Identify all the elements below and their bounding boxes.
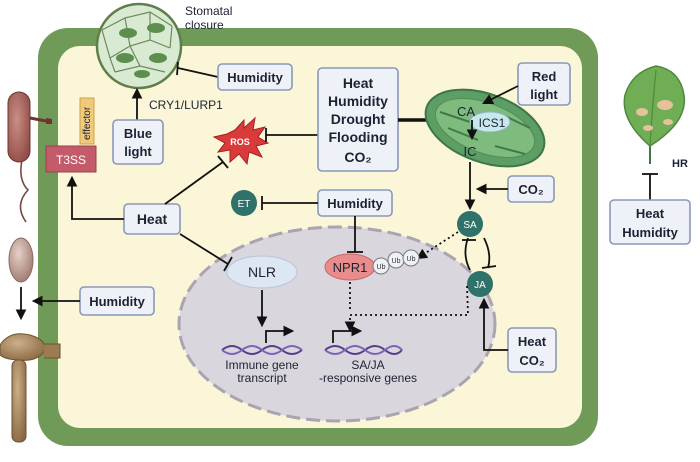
red-light-text-2: light xyxy=(530,87,558,102)
blue-light-box xyxy=(112,119,164,165)
stress-humidity: Humidity xyxy=(328,93,388,109)
stomatal-closure-label-1: Stomatal xyxy=(185,4,232,18)
blue-light-text-2: light xyxy=(124,144,152,159)
sa-node xyxy=(457,211,483,237)
t3ss-label: T3SS xyxy=(56,153,86,167)
stress-heat: Heat xyxy=(343,75,374,91)
saja-gene-dna-icon xyxy=(324,325,403,355)
heat-center-text: Heat xyxy=(137,211,168,227)
stomata-icon xyxy=(95,2,183,90)
chloroplast xyxy=(424,88,546,168)
nlr-node xyxy=(226,255,298,289)
et-label: ET xyxy=(238,199,251,210)
immune-gene-dna-icon xyxy=(221,325,303,355)
stress-flooding: Flooding xyxy=(328,129,387,145)
co2-ic-text: CO₂ xyxy=(518,182,544,197)
ics1-label: ICS1 xyxy=(479,116,506,130)
inhibit-heat-nlr xyxy=(179,233,229,265)
heat-co2-text-1: Heat xyxy=(518,334,547,349)
ros-burst: ROS xyxy=(212,116,270,166)
humidity-hr-text: Humidity xyxy=(622,225,678,240)
arrow-heatco2-ja xyxy=(478,297,508,351)
heat-humidity-hr-box xyxy=(609,199,691,245)
stomatal-closure-label-2: closure xyxy=(185,18,224,32)
inhibit-ja-sa xyxy=(483,237,491,269)
immune-gene-label-1: Immune gene xyxy=(225,358,299,372)
red-light-box xyxy=(517,62,571,106)
stress-co2: CO₂ xyxy=(344,149,371,165)
saja-gene-label-2: -responsive genes xyxy=(319,371,417,385)
ub-label-3: Ub xyxy=(407,256,416,263)
hr-label: HR xyxy=(672,158,688,170)
humidity-stomata-box xyxy=(217,63,293,91)
leaf-hr-icon xyxy=(623,65,686,164)
et-node xyxy=(231,190,257,216)
ubiquitin-chain: Ub Ub Ub xyxy=(372,249,420,275)
bacterium-icon xyxy=(7,91,52,223)
ca-label: CA xyxy=(457,104,475,119)
t3ss-box xyxy=(45,145,97,173)
saja-gene-label-1: SA/JA xyxy=(351,358,384,372)
cry1-lurp1-label: CRY1/LURP1 xyxy=(149,98,223,112)
humidity-stomata-text: Humidity xyxy=(227,70,283,85)
arrow-redlight-ca xyxy=(482,85,519,104)
ja-label: JA xyxy=(474,280,486,291)
inhibit-humidity-stomata xyxy=(177,67,219,78)
inhibit-heat-ros xyxy=(164,161,224,205)
fungal-spore-icon xyxy=(8,237,34,283)
ja-node xyxy=(467,271,493,297)
effector-label: effector xyxy=(82,106,93,140)
arrow-heat-t3ss xyxy=(66,175,124,220)
stress-drought: Drought xyxy=(331,111,386,127)
nlr-label: NLR xyxy=(248,264,276,280)
ub-label-2: Ub xyxy=(392,258,401,265)
heat-hr-text: Heat xyxy=(636,206,665,221)
blue-light-text-1: Blue xyxy=(124,126,152,141)
heat-co2-text-2: CO₂ xyxy=(519,353,545,368)
ic-label: IC xyxy=(464,144,477,159)
ub-label-1: Ub xyxy=(377,264,386,271)
immune-gene-label-2: transcript xyxy=(237,371,287,385)
npr1-label: NPR1 xyxy=(333,260,368,275)
germinating-fungus-icon xyxy=(0,333,61,443)
humidity-center-text: Humidity xyxy=(327,196,383,211)
humidity-left-text: Humidity xyxy=(89,294,145,309)
effector-box xyxy=(79,97,95,145)
sa-label: SA xyxy=(463,220,477,231)
ros-label: ROS xyxy=(230,137,250,147)
red-light-text-1: Red xyxy=(532,69,557,84)
